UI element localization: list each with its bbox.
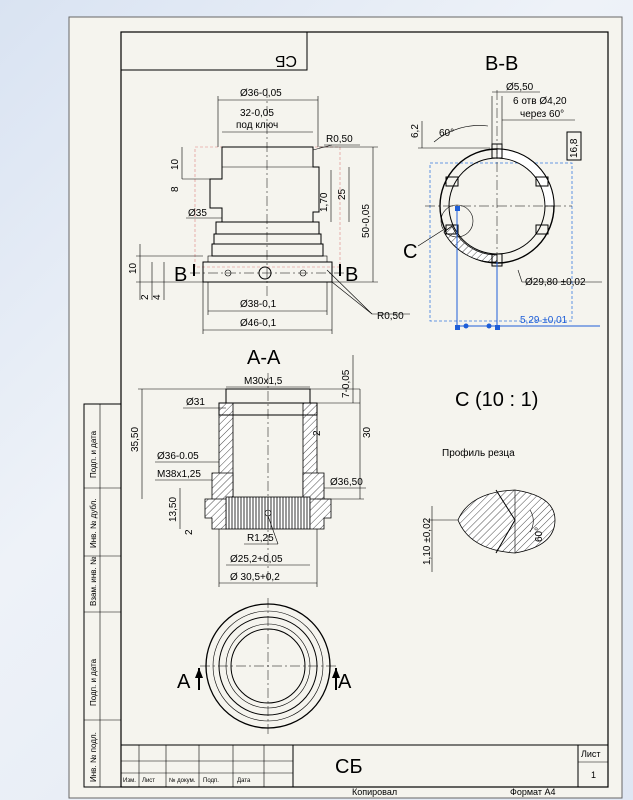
front-section-mark-left: В — [174, 264, 187, 286]
bb-dim-through: через 60° — [520, 109, 564, 120]
col-list: Лист — [142, 778, 155, 784]
aa-dim-d305: Ø 30,5+0,2 — [230, 572, 280, 583]
bb-dim-168: 16,8 — [569, 138, 580, 158]
detail-c-dim-110: 1,10 ±0,02 — [422, 517, 433, 565]
aa-dim-2-top: 2 — [312, 430, 323, 436]
side-label-1: Подп. и дата — [89, 430, 98, 478]
col-sign: Подп. — [203, 778, 219, 784]
col-date: Дата — [237, 778, 251, 784]
bottom-section-mark-right: А — [338, 671, 352, 693]
col-doc: № докум. — [169, 777, 196, 784]
front-dim-10-bottom: 10 — [128, 262, 139, 274]
front-dim-d35: Ø35 — [188, 208, 207, 219]
aa-dim-m30: М30х1,5 — [244, 376, 283, 387]
bb-dim-62: 6,2 — [410, 124, 421, 138]
sheet-number: 1 — [591, 770, 596, 780]
front-dim-10-top: 10 — [170, 158, 181, 170]
bottom-view: А А — [177, 598, 352, 734]
title-block: Изм. Лист № докум. Подп. Дата СБ Лист 1 … — [120, 744, 609, 797]
aa-dim-30: 30 — [362, 426, 373, 438]
rotated-title: СБ — [275, 52, 297, 69]
aa-dim-7: 7-0,05 — [341, 369, 352, 398]
col-izm: Изм. — [123, 778, 136, 784]
copied-label: Копировал — [352, 787, 397, 797]
aa-dim-d3650: Ø36,50 — [330, 477, 363, 488]
bb-dim-holes: 6 отв Ø4,20 — [513, 96, 567, 107]
bottom-section-mark-left: А — [177, 671, 191, 693]
front-dim-8: 8 — [170, 186, 181, 192]
bb-dim-60: 60° — [439, 128, 454, 139]
detail-c-dim-60: 60° — [534, 527, 545, 542]
title-block-title: СБ — [335, 756, 363, 778]
detail-c-caption: Профиль резца — [442, 447, 515, 459]
bb-dim-d550: Ø5,50 — [506, 82, 534, 93]
aa-dim-r125: R1,25 — [247, 533, 274, 544]
front-section-mark-right: В — [345, 264, 358, 286]
section-bb-label: В-В — [485, 53, 518, 75]
front-dim-50: 50-0,05 — [361, 204, 372, 238]
section-aa-label: А-А — [247, 347, 281, 369]
left-side-column: Подп. и дата Инв. № дубл. Взам. инв. № П… — [83, 403, 122, 788]
side-label-5: Инв. № подл. — [89, 732, 98, 782]
front-view: В В Ø36-0,05 32-0,05 под ключ R0,50 10 8… — [128, 88, 410, 334]
section-aa: А-А М30х1,5 Ø31 7-0,05 2 30 35,50 Ø36-0.… — [130, 347, 373, 587]
top-title-box: СБ — [120, 31, 308, 71]
side-label-4: Подп. и дата — [89, 658, 98, 706]
front-dim-170: 1,70 — [319, 192, 330, 212]
front-dim-r050-top: R0,50 — [326, 134, 353, 145]
front-dim-key: под ключ — [236, 120, 278, 131]
bb-dim-d2980: Ø29,80 ±0,02 — [525, 277, 586, 288]
aa-dim-m38: М38х1,25 — [157, 469, 201, 480]
front-dim-d36: Ø36-0,05 — [240, 88, 282, 99]
front-dim-d46: Ø46-0,1 — [240, 318, 277, 329]
detail-c-marker: С — [403, 241, 417, 263]
aa-dim-1350: 13,50 — [168, 497, 179, 522]
aa-dim-3550: 35,50 — [130, 427, 141, 452]
section-bb: В-В Ø5,50 6 отв Ø4,20 через 60° 6,2 60° … — [403, 53, 602, 330]
aa-dim-d36: Ø36-0.05 — [157, 451, 199, 462]
detail-c-label: С (10 : 1) — [455, 389, 538, 411]
bb-blue-dim: 5,29 ±0,01 — [520, 315, 568, 326]
front-dim-r050-bottom: R0,50 — [377, 311, 404, 322]
aa-dim-d252: Ø25,2+0,05 — [230, 554, 283, 565]
front-dim-2: 2 — [140, 294, 151, 300]
front-dim-4: 4 — [152, 294, 163, 300]
side-label-3: Взам. инв. № — [89, 556, 98, 606]
aa-dim-2-bottom: 2 — [184, 529, 195, 535]
sheet-label: Лист — [581, 749, 601, 759]
aa-dim-d31: Ø31 — [186, 397, 205, 408]
detail-c: С (10 : 1) Профиль резца 1,10 ±0,02 60° — [422, 389, 556, 572]
front-dim-d38: Ø38-0,1 — [240, 299, 277, 310]
format-label: Формат А4 — [510, 787, 555, 797]
front-dim-25: 25 — [337, 188, 348, 200]
front-dim-32: 32-0,05 — [240, 108, 274, 119]
side-label-2: Инв. № дубл. — [89, 498, 98, 548]
